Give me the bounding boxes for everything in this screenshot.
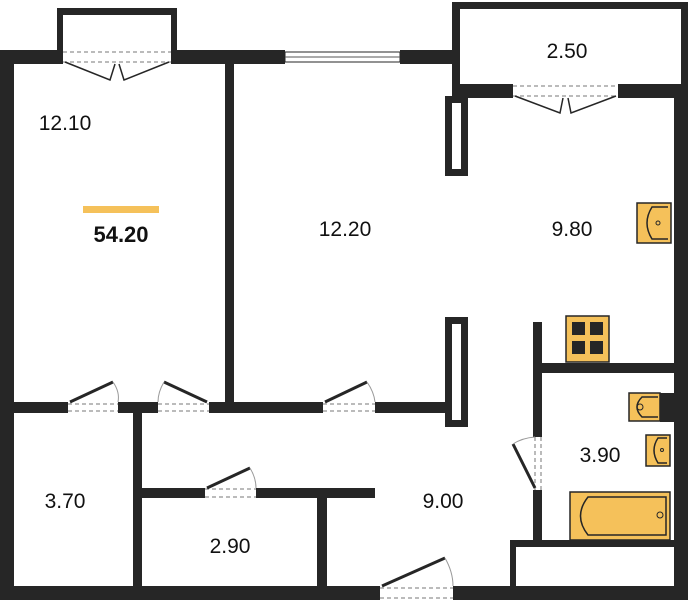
bathroom-sink-icon <box>645 434 671 467</box>
door-closet[interactable] <box>205 466 257 498</box>
fixtures <box>565 202 672 541</box>
room-bathroom-area: 3.90 <box>580 444 621 467</box>
doors[interactable] <box>68 380 542 599</box>
kitchen-sink-icon <box>636 202 672 244</box>
bathtub-icon <box>569 491 671 541</box>
room-living-area: 12.20 <box>319 218 372 241</box>
stove-icon <box>565 315 610 363</box>
total-area-accent-bar <box>83 206 159 213</box>
toilet-icon <box>628 392 661 422</box>
total-area: 54.20 <box>93 222 148 247</box>
door-bathroom[interactable] <box>511 436 542 490</box>
room-bedroom-area: 12.10 <box>39 112 92 135</box>
door-storage-top[interactable] <box>157 380 209 412</box>
room-kitchen-area: 9.80 <box>552 218 593 241</box>
door-living[interactable] <box>323 380 376 412</box>
door-entrance[interactable] <box>380 556 454 599</box>
room-balcony-area: 2.50 <box>547 40 588 63</box>
room-hallway-area: 9.00 <box>423 490 464 513</box>
windows <box>63 51 618 115</box>
door-bedroom[interactable] <box>68 380 119 412</box>
room-closet-area: 2.90 <box>210 535 251 558</box>
room-storage-area: 3.70 <box>45 490 86 513</box>
